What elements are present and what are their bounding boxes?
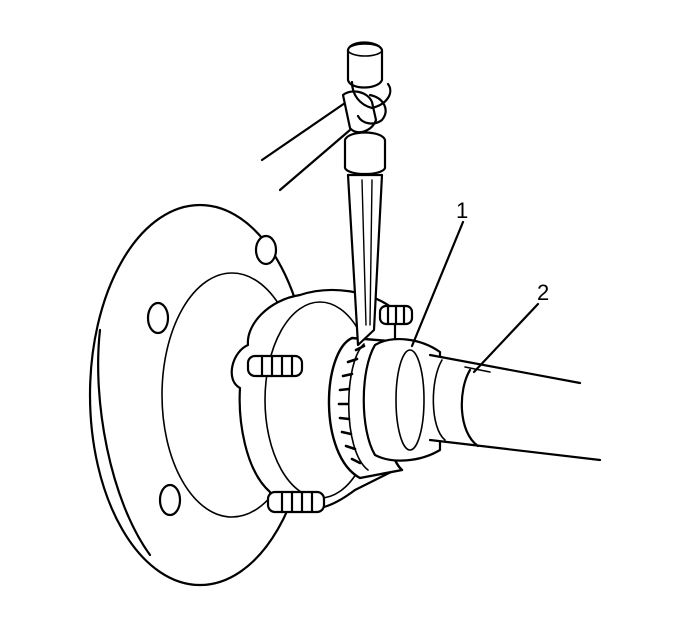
tool-cap <box>348 43 390 124</box>
leader-line-1 <box>412 222 463 346</box>
callout-2: 2 <box>537 280 550 305</box>
leader-line-2 <box>474 304 538 372</box>
axle-shaft <box>430 355 600 460</box>
wheel-stud-upper <box>380 306 412 324</box>
wheel-stud-lower <box>268 492 324 512</box>
seal-ring <box>364 339 440 460</box>
wheel-bolt-hole <box>148 303 168 333</box>
callout-1: 1 <box>456 198 469 223</box>
wheel-stud-left <box>248 356 302 376</box>
wheel-bolt-hole <box>256 236 276 264</box>
wheel-bolt-hole <box>160 485 180 515</box>
tool-shaft <box>345 133 385 346</box>
